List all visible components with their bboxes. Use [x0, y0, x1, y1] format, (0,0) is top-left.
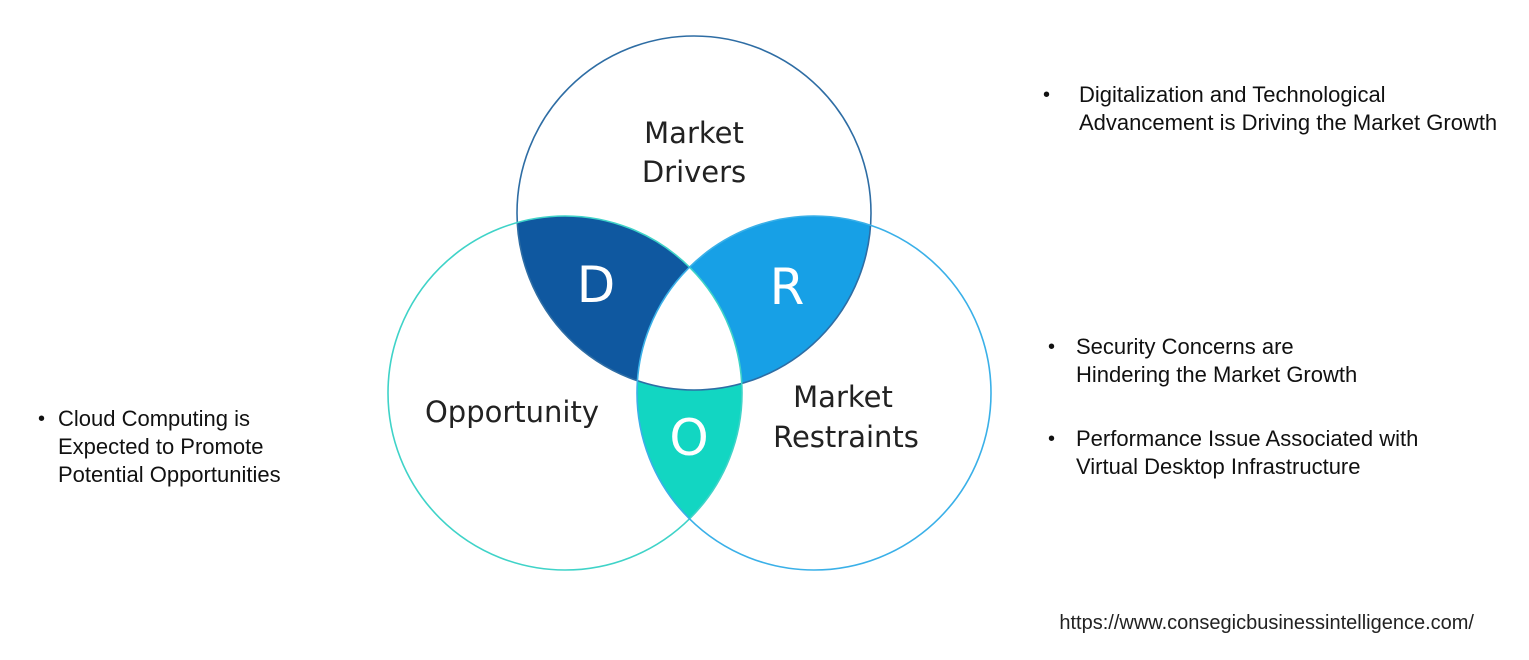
intersection-o-letter: O: [669, 409, 708, 467]
opportunity-circle: [387, 215, 743, 571]
bullet-icon: •: [38, 408, 46, 430]
intersection-d-letter: D: [577, 256, 616, 314]
list-item: • Performance Issue Associated with Virt…: [1048, 425, 1436, 481]
restraints-item-text: Security Concerns are Hindering the Mark…: [1076, 334, 1358, 387]
restraints-circle: [636, 215, 992, 571]
drivers-circle: [516, 35, 872, 391]
drivers-bullet-list: • Digitalization and Technological Advan…: [1043, 81, 1499, 173]
list-item: • Digitalization and Technological Advan…: [1043, 81, 1499, 137]
drivers-item-text: Digitalization and Technological Advance…: [1079, 82, 1498, 135]
bullet-icon: •: [1043, 84, 1051, 106]
drivers-label-line-2: Drivers: [642, 155, 746, 189]
opportunity-item-text: Cloud Computing is Expected to Promote P…: [58, 406, 281, 487]
opportunity-label: Opportunity: [425, 395, 599, 429]
restraints-label-line-1: Market: [793, 380, 893, 414]
intersection-r-letter: R: [770, 258, 805, 316]
opportunity-bullet-list: • Cloud Computing is Expected to Promote…: [38, 405, 358, 525]
bullet-icon: •: [1048, 336, 1056, 358]
restraints-bullet-list: • Security Concerns are Hindering the Ma…: [1048, 333, 1496, 517]
drivers-label-line-1: Market: [644, 116, 744, 150]
bullet-icon: •: [1048, 428, 1056, 450]
list-item: • Security Concerns are Hindering the Ma…: [1048, 333, 1376, 389]
restraints-label-line-2: Restraints: [773, 420, 919, 454]
source-url[interactable]: https://www.consegicbusinessintelligence…: [1059, 612, 1474, 634]
list-item: • Cloud Computing is Expected to Promote…: [38, 405, 323, 489]
restraints-item-text: Performance Issue Associated with Virtua…: [1076, 426, 1419, 479]
